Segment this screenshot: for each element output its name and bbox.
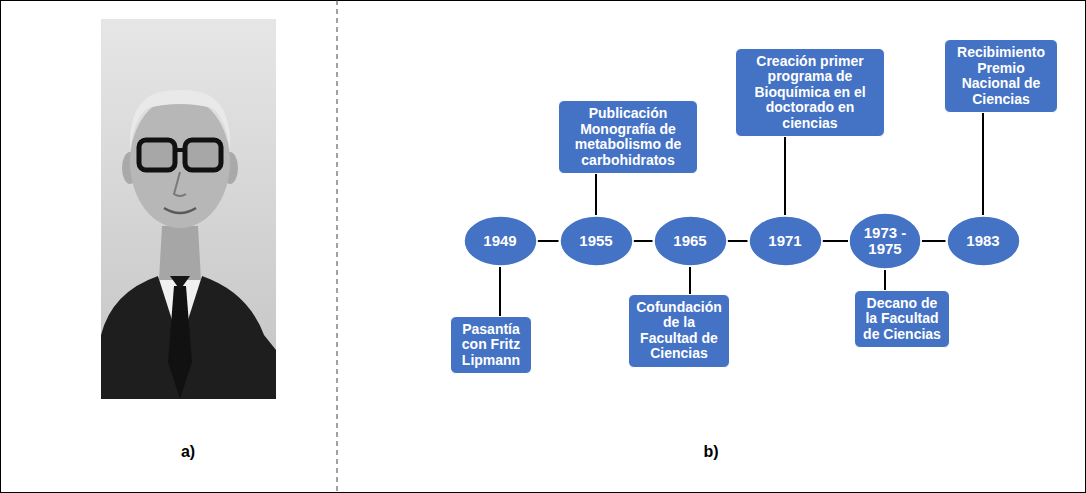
year-ellipse: 1983 [946,215,1021,267]
timeline-connector [884,270,886,290]
event-box: Creación primer programa de Bioquímica e… [735,48,885,137]
year-ellipse: 1955 [559,215,634,267]
timeline-connector [922,240,946,242]
timeline-connector [538,240,559,242]
event-text: Decano de la Facultad de Ciencias [859,296,945,342]
year-text: 1971 [768,233,801,250]
year-ellipse: 1971 [748,215,823,267]
event-box: Decano de la Facultad de Ciencias [854,290,950,348]
timeline-connector [728,240,748,242]
year-ellipse: 1973 - 1975 [848,212,922,270]
year-text: 1983 [966,233,999,250]
year-text: 1949 [483,233,516,250]
event-text: Creación primer programa de Bioquímica e… [740,54,880,131]
year-text: 1965 [673,233,706,250]
event-text: Publicación Monografía de metabolismo de… [563,106,693,168]
year-ellipse: 1965 [653,215,728,267]
timeline-connector [595,174,597,215]
timeline-connector [823,240,849,242]
event-text: Recibimiento Premio Nacional de Ciencias [949,45,1053,107]
timeline-connector [784,137,786,215]
year-ellipse: 1949 [463,215,538,267]
timeline-connector [689,267,691,294]
timeline-connector [634,240,653,242]
event-box: Publicación Monografía de metabolismo de… [558,100,698,174]
panel-label: b) [703,443,718,461]
portrait-photo [101,19,276,399]
panel-label: a) [181,443,195,461]
year-text: 1955 [579,233,612,250]
event-box: Cofundación de la Facultad de Ciencias [628,294,730,368]
year-text: 1973 - 1975 [859,225,912,258]
event-box: Recibimiento Premio Nacional de Ciencias [944,39,1058,113]
event-text: Pasantía con Fritz Lipmann [455,322,527,368]
timeline-connector [982,113,984,215]
event-text: Cofundación de la Facultad de Ciencias [633,300,725,362]
event-box: Pasantía con Fritz Lipmann [450,316,532,374]
panel-divider [337,0,338,493]
timeline-connector [499,267,501,316]
